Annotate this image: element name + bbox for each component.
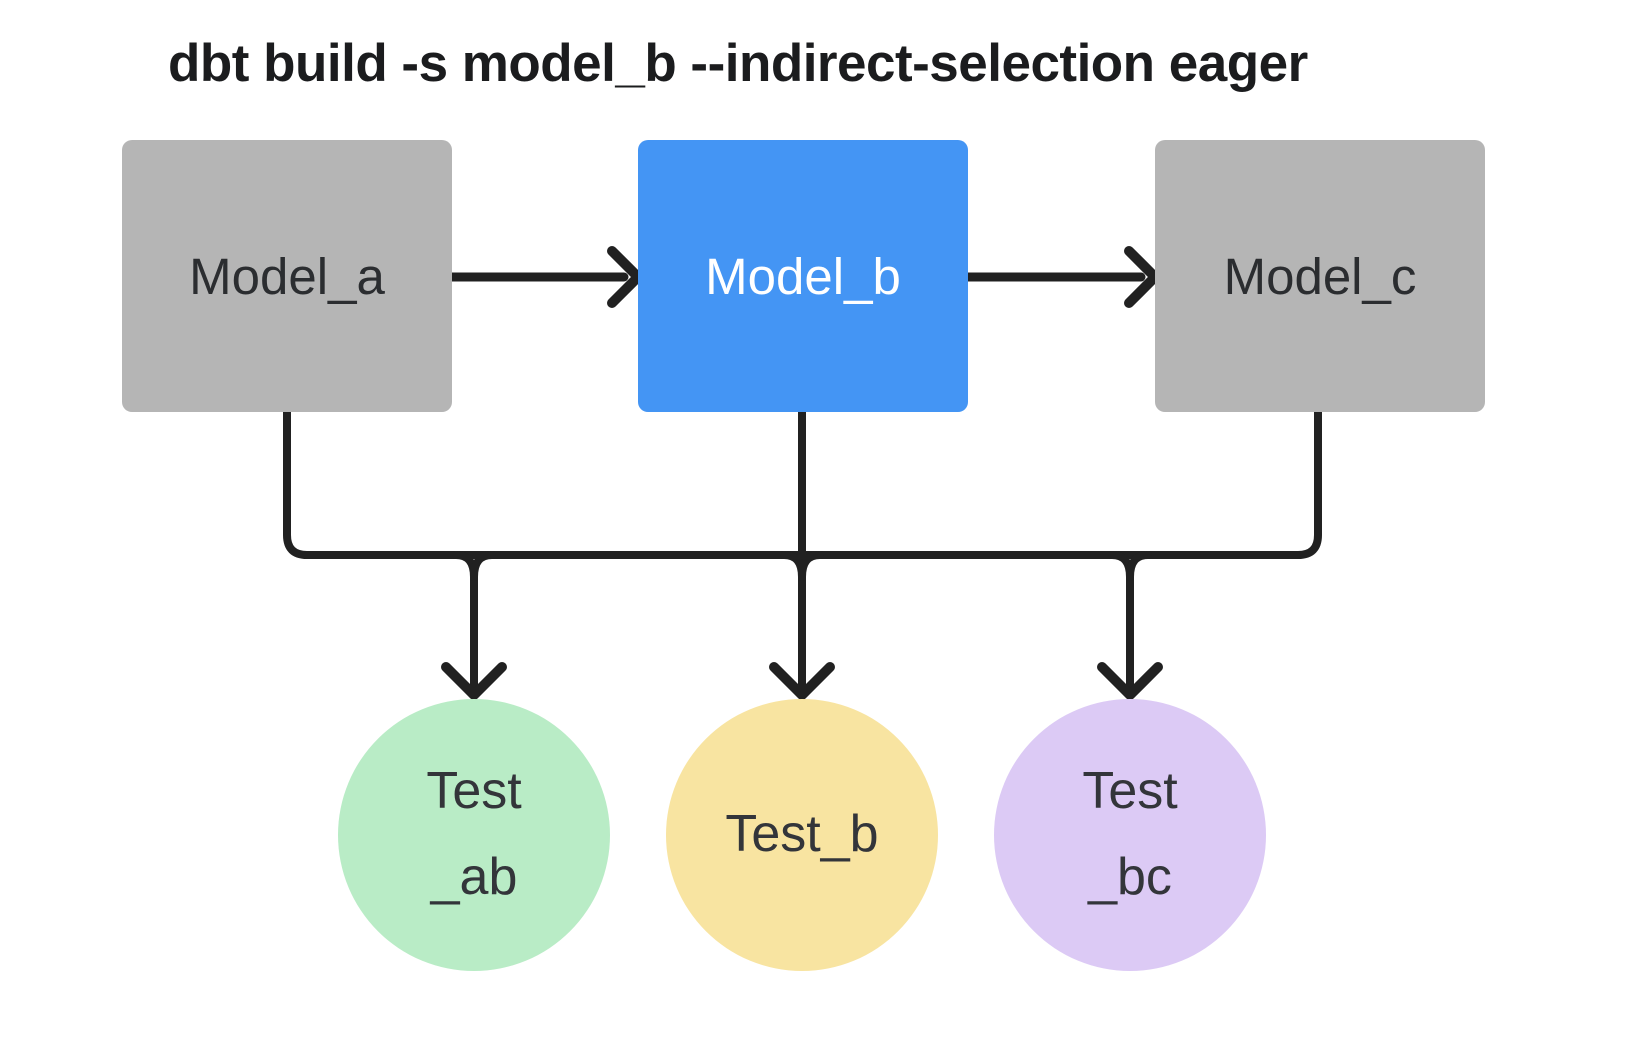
node-test-bc-label: Test _bc <box>1082 749 1177 921</box>
node-test-b-label: Test_b <box>725 792 878 878</box>
edge-group <box>283 246 1322 700</box>
node-model-b: Model_b <box>638 140 968 412</box>
arrowhead-test-bc-icon <box>1097 662 1163 700</box>
arrowhead-test-ab-icon <box>441 662 507 700</box>
arrowhead-test-b-icon <box>769 662 835 700</box>
node-test-ab-label: Test _ab <box>426 749 521 921</box>
fillet-test-b-right <box>798 551 824 581</box>
node-model-a: Model_a <box>122 140 452 412</box>
node-test-ab-line2: _ab <box>430 848 518 906</box>
node-model-c: Model_c <box>1155 140 1485 412</box>
fillet-test-bc-right <box>1126 551 1152 581</box>
node-test-b: Test_b <box>666 699 938 971</box>
page-title: dbt build -s model_b --indirect-selectio… <box>168 34 1308 93</box>
node-test-ab: Test _ab <box>338 699 610 971</box>
fillet-test-ab-right <box>470 551 496 581</box>
node-model-a-label: Model_a <box>189 247 385 305</box>
node-test-bc-line1: Test <box>1082 762 1178 821</box>
node-test-bc: Test _bc <box>994 699 1266 971</box>
node-test-b-line1: Test_b <box>725 805 879 864</box>
node-model-b-label: Model_b <box>705 247 901 305</box>
node-test-bc-line2: _bc <box>1088 848 1172 906</box>
node-test-ab-line1: Test <box>426 762 522 821</box>
node-model-c-label: Model_c <box>1223 247 1417 305</box>
